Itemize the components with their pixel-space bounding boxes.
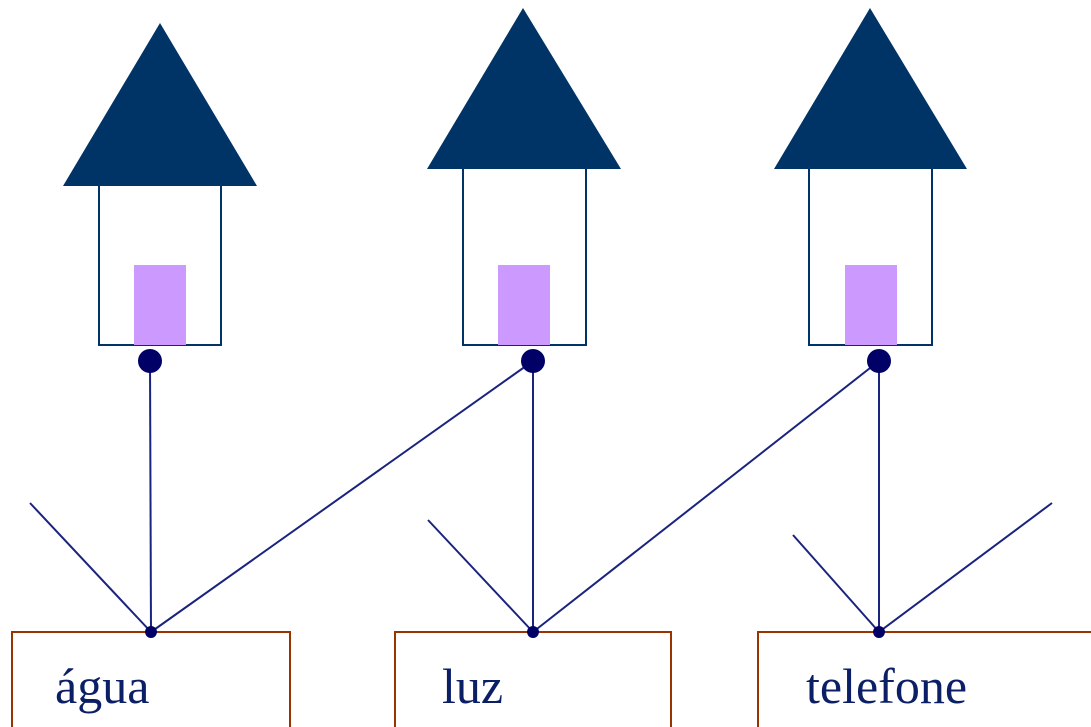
agua-junction-node — [145, 626, 157, 638]
house-1-door — [134, 265, 186, 345]
utility-box-telefone — [757, 631, 1091, 727]
house-1 — [63, 23, 257, 346]
wire-agua-house-1 — [149, 360, 152, 633]
utility-label-agua: água — [55, 658, 150, 714]
utility-box-agua — [11, 631, 291, 727]
wire-luz-house-3 — [532, 360, 880, 633]
telefone-junction-node — [873, 626, 885, 638]
wire-telefone-stub-right — [878, 502, 1053, 633]
house-1-roof — [63, 23, 257, 186]
wire-agua-house-2 — [150, 360, 534, 633]
house-3 — [774, 8, 967, 346]
utility-label-telefone: telefone — [806, 658, 968, 714]
wire-telefone-stub-left — [792, 534, 880, 633]
house-2-door — [498, 265, 550, 345]
wire-luz-stub — [427, 519, 534, 633]
utility-label-luz: luz — [442, 658, 504, 714]
house-3-roof — [774, 8, 967, 169]
luz-junction-node — [527, 626, 539, 638]
utility-box-luz — [394, 631, 672, 727]
wires — [29, 360, 1053, 633]
house-3-door — [845, 265, 897, 345]
wire-agua-stub — [29, 502, 152, 633]
house-2 — [427, 8, 621, 346]
house-2-roof — [427, 8, 621, 169]
house-3-connection-node — [867, 349, 891, 373]
house-1-connection-node — [138, 349, 162, 373]
house-2-connection-node — [521, 349, 545, 373]
